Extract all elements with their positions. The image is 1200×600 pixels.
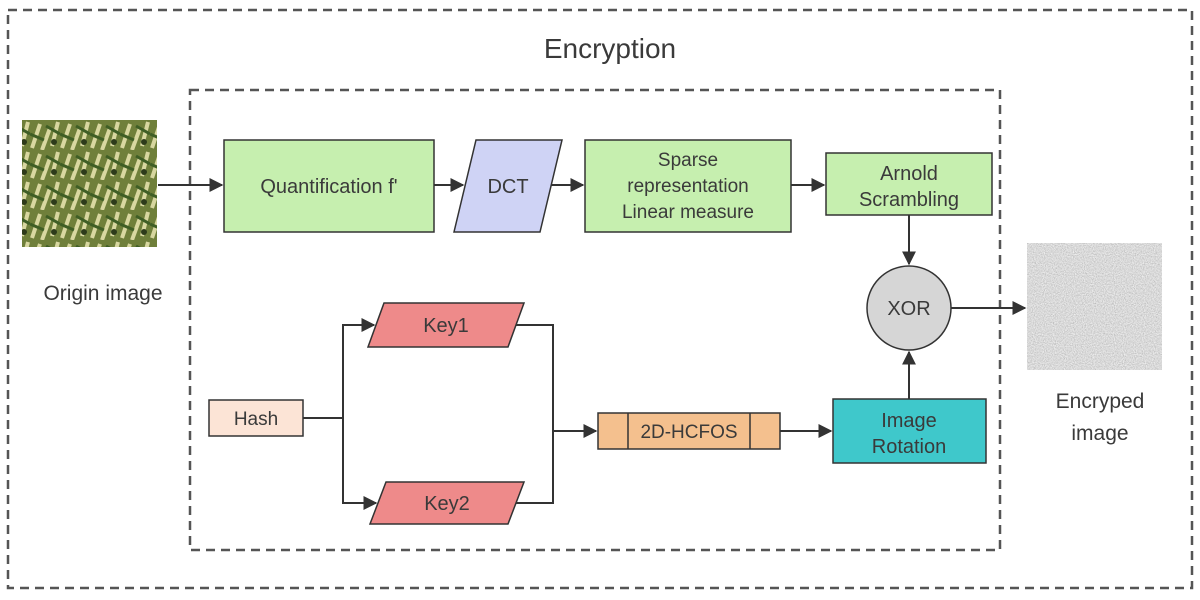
diagram-title: Encryption: [544, 33, 676, 64]
encrypted-image-label-line1: Encryped: [1056, 390, 1145, 413]
quantification-label: Quantification f': [260, 176, 397, 198]
line-key1-to-merge: [516, 324, 554, 504]
quantification-node: [223, 139, 435, 233]
sparse-label-line2: representation: [627, 176, 748, 197]
sparse-label-line3: Linear measure: [622, 202, 754, 223]
outer-frame: [6, 8, 1194, 590]
inner-frame: [188, 88, 1002, 552]
encrypted-image-label-line2: image: [1071, 422, 1128, 445]
origin-image-label: Origin image: [43, 282, 162, 305]
origin-image: [22, 120, 157, 247]
rotation-node: [832, 398, 987, 464]
dct-node: [453, 139, 563, 233]
arnold-label-line2: Scrambling: [859, 189, 959, 211]
xor-label: XOR: [887, 298, 930, 320]
connectors: [158, 178, 1027, 510]
arrow-hash-to-key2: [342, 418, 378, 510]
key2-label: Key2: [424, 493, 470, 515]
arnold-label-line1: Arnold: [880, 163, 938, 185]
rotation-label-line1: Image: [881, 410, 937, 432]
hash-label: Hash: [234, 409, 278, 430]
key2-node: [368, 481, 526, 525]
sparse-label-line1: Sparse: [658, 150, 718, 171]
rotation-label-line2: Rotation: [872, 436, 947, 458]
key1-node: [366, 302, 526, 348]
encrypted-image: [1027, 243, 1162, 370]
arrow-hash-to-key1: [342, 318, 376, 418]
key1-label: Key1: [423, 315, 469, 337]
dct-label: DCT: [487, 176, 528, 198]
hcfos-label: 2D-HCFOS: [640, 422, 737, 443]
sparse-node: [584, 139, 792, 233]
